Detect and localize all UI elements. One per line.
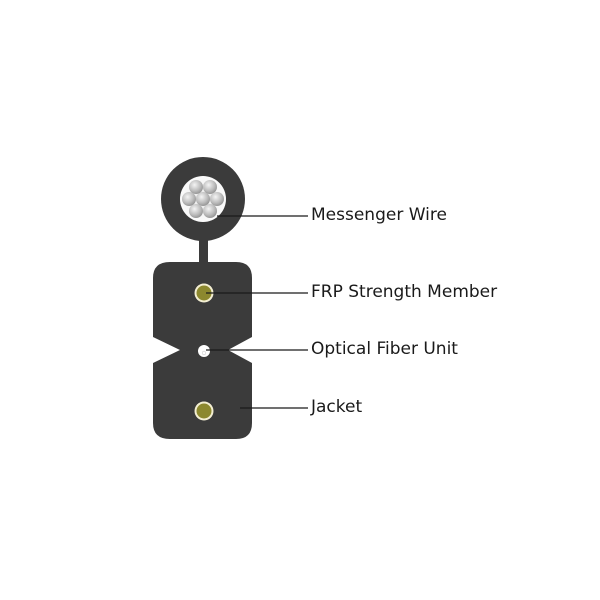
messenger-wire-section	[161, 157, 245, 241]
label-jacket: Jacket	[311, 397, 363, 417]
steel-strands	[182, 180, 224, 218]
leader-lines	[206, 215, 308, 409]
web-neck	[199, 238, 208, 266]
frp-upper	[196, 285, 212, 301]
label-frp-strength-member: FRP Strength Member	[311, 282, 498, 302]
label-optical-fiber-unit: Optical Fiber Unit	[311, 339, 458, 359]
frp-lower	[196, 403, 212, 419]
label-messenger-wire: Messenger Wire	[311, 205, 447, 225]
